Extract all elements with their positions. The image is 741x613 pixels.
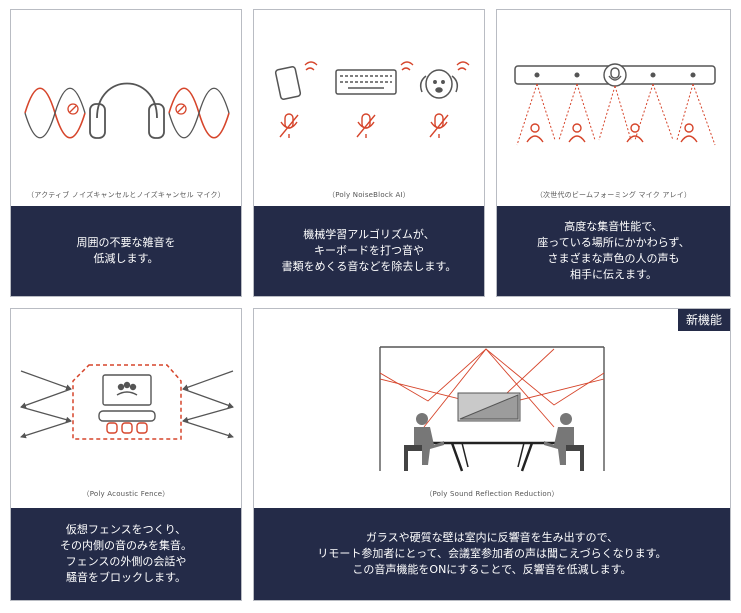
speaker-person-icon bbox=[526, 123, 544, 143]
feature-card-reflection-reduction: 新機能 （P bbox=[253, 308, 731, 601]
sound-waves-icon bbox=[456, 61, 470, 71]
feature-card-noiseblock: （Poly NoiseBlock AI） 機械学習アルゴリズムが、 キーボードを… bbox=[253, 9, 485, 297]
headphones-illustration bbox=[24, 82, 230, 139]
card-caption: （Poly Sound Reflection Reduction） bbox=[425, 490, 559, 498]
card-description: 周囲の不要な雑音を 低減します。 bbox=[76, 236, 176, 265]
card-description-panel: 周囲の不要な雑音を 低減します。 bbox=[11, 206, 241, 296]
keyboard-icon bbox=[335, 69, 397, 95]
feature-card-beamforming: （次世代のビームフォーミング マイク アレイ） 高度な集音性能で、 座っている場… bbox=[496, 9, 731, 297]
participants-icon bbox=[106, 422, 148, 434]
mic-icon bbox=[603, 63, 627, 87]
dog-icon bbox=[419, 69, 459, 99]
speaker-person-icon bbox=[626, 123, 644, 143]
noise-wave-left-icon bbox=[24, 87, 86, 139]
feature-card-acoustic-fence: （Poly Acoustic Fence） 仮想フェンスをつくり、 その内側の音… bbox=[10, 308, 242, 601]
noiseblock-illustration bbox=[274, 61, 470, 138]
room-outline bbox=[379, 346, 605, 471]
meeting-room-icon bbox=[98, 374, 156, 422]
speaker-person-icon bbox=[568, 123, 586, 143]
headphones-icon bbox=[89, 82, 165, 139]
card-caption: （次世代のビームフォーミング マイク アレイ） bbox=[535, 191, 692, 199]
card-description: 仮想フェンスをつくり、 その内側の音のみを集音。 フェンスの外側の会話や 騒音を… bbox=[60, 523, 192, 584]
cancel-symbol-left-icon bbox=[67, 103, 79, 115]
blocked-sound-arrows-right bbox=[182, 370, 234, 439]
person-left-icon bbox=[404, 413, 444, 471]
card-caption: （Poly Acoustic Fence） bbox=[82, 490, 170, 498]
conference-table-icon bbox=[426, 441, 556, 472]
sound-waves-icon bbox=[400, 61, 414, 71]
beamforming-illustration bbox=[514, 63, 716, 146]
card-description: ガラスや硬質な壁は室内に反響音を生み出すので、 リモート参加者にとって、会議室参… bbox=[317, 531, 667, 576]
acoustic-fence-illustration bbox=[20, 364, 234, 440]
card-description-panel: 機械学習アルゴリズムが、 キーボードを打つ音や 書類をめくる音などを除去します。 bbox=[254, 206, 484, 296]
card-description: 機械学習アルゴリズムが、 キーボードを打つ音や 書類をめくる音などを除去します。 bbox=[281, 228, 457, 273]
card-description: 高度な集音性能で、 座っている場所にかかわらず、 さまざまな声色の人の声も 相手… bbox=[537, 220, 690, 281]
muted-mic-icon bbox=[356, 113, 376, 138]
blocked-sound-arrows-left bbox=[20, 370, 72, 439]
person-right-icon bbox=[544, 413, 584, 471]
beam-lines bbox=[516, 83, 716, 146]
card-description-panel: ガラスや硬質な壁は室内に反響音を生み出すので、 リモート参加者にとって、会議室参… bbox=[254, 508, 730, 600]
muted-mic-icon bbox=[429, 113, 449, 138]
card-caption: （アクティブ ノイズキャンセルとノイズキャンセル マイク） bbox=[27, 191, 225, 199]
cancel-symbol-right-icon bbox=[175, 103, 187, 115]
new-feature-badge: 新機能 bbox=[677, 309, 730, 331]
phone-icon bbox=[274, 66, 302, 100]
card-description-panel: 高度な集音性能で、 座っている場所にかかわらず、 さまざまな声色の人の声も 相手… bbox=[497, 206, 730, 296]
muted-mic-icon bbox=[279, 113, 299, 138]
card-description-panel: 仮想フェンスをつくり、 その内側の音のみを集音。 フェンスの外側の会話や 騒音を… bbox=[11, 508, 241, 600]
sound-waves-icon bbox=[304, 61, 318, 71]
speaker-person-icon bbox=[680, 123, 698, 143]
reflection-illustration bbox=[379, 346, 605, 472]
noise-wave-right-icon bbox=[168, 87, 230, 139]
card-caption: （Poly NoiseBlock AI） bbox=[328, 191, 410, 199]
display-screen-icon bbox=[457, 392, 521, 422]
fence-boundary bbox=[72, 364, 182, 440]
feature-card-noise-cancel: （アクティブ ノイズキャンセルとノイズキャンセル マイク） 周囲の不要な雑音を … bbox=[10, 9, 242, 297]
